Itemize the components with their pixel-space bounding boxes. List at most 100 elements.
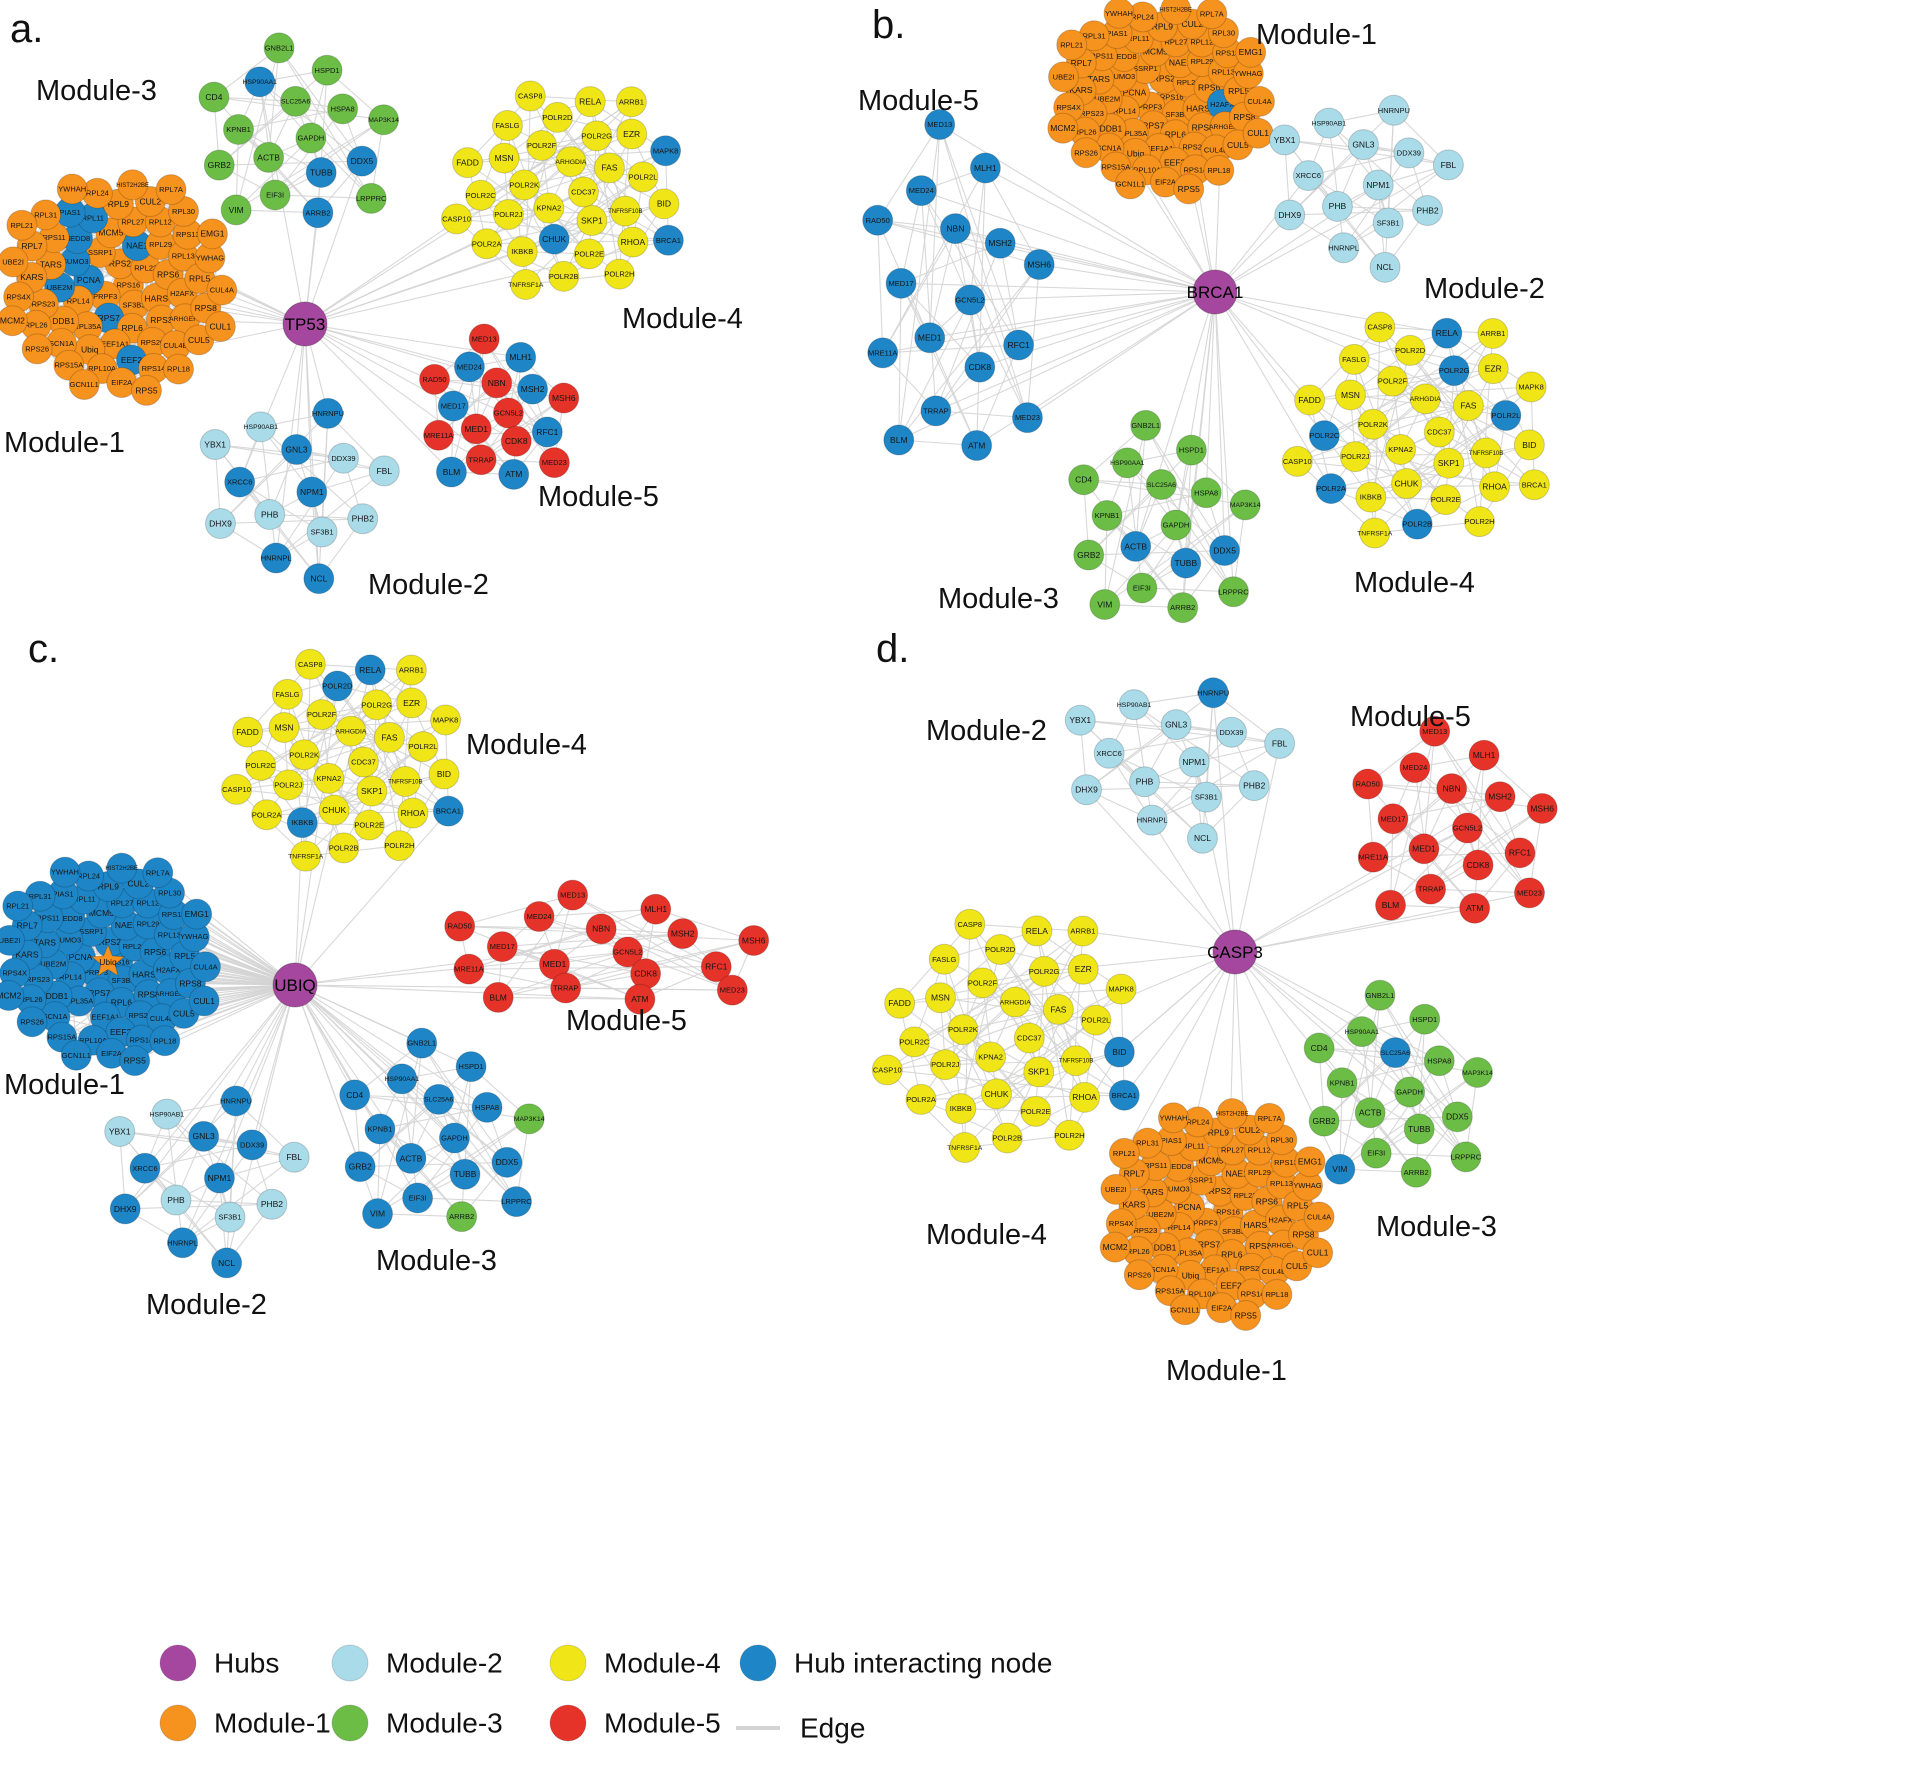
gene-node-circle <box>1217 576 1249 608</box>
gene-node-circle <box>354 654 386 686</box>
edge <box>1414 767 1432 890</box>
node-grb2: GRB2 <box>203 149 235 181</box>
node-rela: RELA <box>1021 915 1053 947</box>
node-rela: RELA <box>1431 317 1463 349</box>
hub-node-ubiq: UBIQ <box>272 962 318 1008</box>
gene-node-circle <box>288 739 320 771</box>
gene-node-circle <box>716 974 748 1006</box>
node-casp8: CASP8 <box>514 80 546 112</box>
gene-node-circle <box>1408 833 1440 865</box>
edge <box>1214 291 1332 489</box>
panel-label-b: b. <box>872 3 905 47</box>
node-polr2d: POLR2D <box>321 670 353 702</box>
node-phb2: PHB2 <box>1238 770 1270 802</box>
gene-node-circle <box>1357 841 1389 873</box>
edge <box>1214 291 1447 334</box>
node-xrcc6: XRCC6 <box>1292 160 1324 192</box>
gene-node-circle <box>397 797 429 829</box>
node-casp10: CASP10 <box>871 1054 903 1086</box>
gene-node-circle <box>617 226 649 258</box>
node-rela: RELA <box>354 654 386 686</box>
gene-node-circle <box>1099 1231 1131 1263</box>
edge <box>1372 754 1485 858</box>
gene-node-circle <box>500 425 532 457</box>
gene-node-circle <box>280 85 312 117</box>
node-polr2a: POLR2A <box>251 799 283 831</box>
gene-node-circle <box>1157 1102 1189 1134</box>
gene-node-circle <box>1216 716 1247 748</box>
node-cdc37: CDC37 <box>347 746 379 778</box>
edge <box>996 1019 1097 1095</box>
node-cul4a: CUL4A <box>206 274 238 306</box>
node-phb: PHB <box>1129 766 1161 798</box>
node-vim: VIM <box>220 194 252 226</box>
gene-node-circle <box>1013 1022 1045 1054</box>
node-ikbkb: IKBKB <box>506 236 538 268</box>
legend-item-label: Hubs <box>214 1648 279 1679</box>
gene-node-circle <box>947 1014 979 1046</box>
gene-node-circle <box>640 893 672 925</box>
node-rela: RELA <box>574 86 606 118</box>
node-hsp90ab1: HSP90AB1 <box>1117 689 1151 721</box>
node-dhx9: DHX9 <box>1070 774 1102 806</box>
node-fas: FAS <box>373 721 405 753</box>
node-hnrnpl: HNRNPL <box>260 542 292 574</box>
gene-node-circle <box>1338 343 1370 375</box>
node-polr2k: POLR2K <box>947 1014 979 1046</box>
node-npm1: NPM1 <box>1178 746 1210 778</box>
node-dhx9: DHX9 <box>1274 199 1306 231</box>
edge <box>220 412 329 524</box>
gene-node-circle <box>1308 420 1340 452</box>
edge <box>929 228 956 338</box>
gene-node-circle <box>206 274 238 306</box>
gene-node-circle <box>885 267 917 299</box>
gene-node-circle <box>1515 371 1547 403</box>
gene-node-circle <box>1412 194 1444 226</box>
node-arhgdia: ARHGDIA <box>555 146 587 178</box>
gene-node-circle <box>1243 85 1275 117</box>
gene-node-circle <box>303 563 335 595</box>
edge <box>1375 1072 1478 1154</box>
node-nbn: NBN <box>481 367 513 399</box>
gene-node-circle <box>514 80 546 112</box>
nodes-layer: GAPDHACTBSLC25A6TUBBKPNB1HSPA8EIF3IHSP90… <box>0 0 1558 1331</box>
gene-node-circle <box>538 447 570 479</box>
edge <box>1373 852 1520 858</box>
gene-node-circle <box>402 1182 434 1214</box>
node-phb2: PHB2 <box>256 1188 288 1220</box>
node-cul1: CUL1 <box>1302 1237 1334 1269</box>
gene-node-circle <box>305 156 337 188</box>
gene-node-circle <box>498 458 530 490</box>
gene-node-circle <box>272 769 304 801</box>
gene-node-circle <box>481 367 513 399</box>
node-mapk8: MAPK8 <box>1515 371 1547 403</box>
gene-node-circle <box>1431 317 1463 349</box>
gene-node-circle <box>368 104 400 136</box>
edge <box>1133 704 1255 787</box>
gene-node-circle <box>68 369 100 401</box>
gene-node-circle <box>1360 1137 1392 1169</box>
gene-node-circle <box>221 773 253 805</box>
gene-node-circle <box>1238 770 1270 802</box>
gene-node-circle <box>1430 484 1462 516</box>
node-polr2j: POLR2J <box>1339 441 1371 473</box>
edge <box>269 513 363 520</box>
gene-node-circle <box>975 1041 1007 1073</box>
node-faslg: FASLG <box>1338 343 1370 375</box>
node-grb2: GRB2 <box>1073 539 1105 571</box>
gene-node-circle <box>488 142 520 174</box>
gene-node-circle <box>383 830 415 862</box>
edge <box>379 1128 463 1218</box>
node-rad50: RAD50 <box>1352 768 1384 800</box>
node-brca1: BRCA1 <box>652 224 684 256</box>
gene-node-circle <box>1130 409 1162 441</box>
gene-node-circle <box>198 81 230 113</box>
edge <box>182 1144 253 1244</box>
node-rps26: RPS26 <box>1070 137 1102 169</box>
node-tnfrsf1a: TNFRSF1A <box>1357 517 1393 549</box>
gene-node-circle <box>254 498 286 530</box>
node-ybx1: YBX1 <box>199 429 231 461</box>
gene-node-circle <box>1196 0 1228 30</box>
gene-node-circle <box>1173 173 1205 205</box>
